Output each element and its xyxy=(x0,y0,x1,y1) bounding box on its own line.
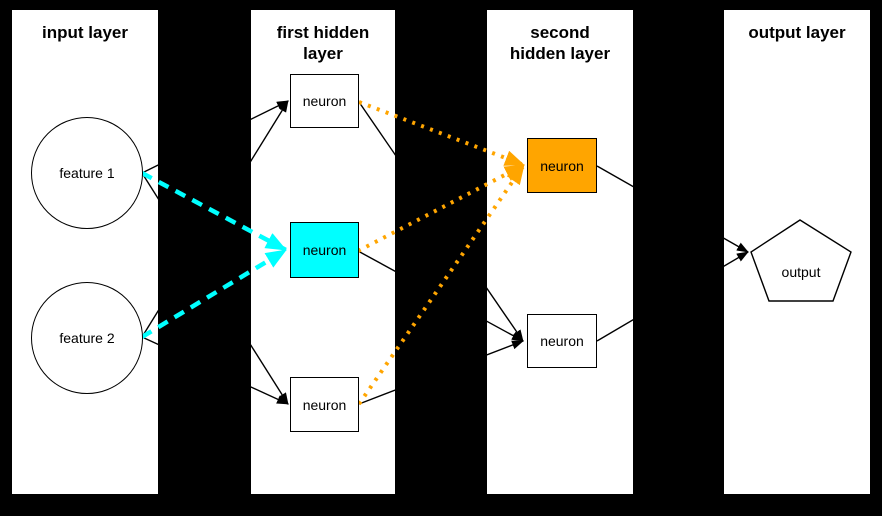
edge-h1_top-to-h2_bottom xyxy=(358,101,524,342)
edge-feature2-to-h1_top xyxy=(141,100,289,338)
edge-feature1-to-h1_mid xyxy=(140,171,288,252)
node-output-label: output xyxy=(781,264,821,280)
edge-h1_bottom-to-h2_bottom xyxy=(358,340,524,405)
node-hidden1-middle-label: neuron xyxy=(302,242,347,258)
edge-feature2-to-h1_bottom xyxy=(141,336,289,405)
node-hidden2-bottom-neuron: neuron xyxy=(527,314,597,368)
node-hidden1-middle-neuron-cyan: neuron xyxy=(290,222,359,278)
edge-feature2-to-h1_mid xyxy=(140,248,288,339)
node-feature-2-label: feature 2 xyxy=(59,330,115,346)
node-feature-1-label: feature 1 xyxy=(59,165,115,181)
edge-h1_mid-to-h2_top xyxy=(357,163,525,253)
node-hidden1-top-neuron: neuron xyxy=(290,74,359,128)
input-layer-title: input layer xyxy=(42,23,128,42)
output-node-shape xyxy=(750,219,852,302)
node-hidden2-bottom-label: neuron xyxy=(540,333,584,349)
output-layer-title: output layer xyxy=(748,23,846,42)
edge-feature1-to-h1_top xyxy=(141,100,289,174)
first-hidden-layer-title: first hidden layer xyxy=(276,23,370,63)
edge-h1_bottom-to-h2_top xyxy=(357,163,526,406)
panel-second-hidden-layer: second hidden layer xyxy=(487,10,633,494)
node-hidden1-bottom-neuron: neuron xyxy=(290,377,359,432)
node-hidden1-top-label: neuron xyxy=(302,93,347,109)
node-hidden2-top-neuron-orange: neuron xyxy=(527,138,597,193)
edge-h2_top-to-output xyxy=(596,165,749,253)
edge-lines xyxy=(140,100,749,406)
node-hidden1-bottom-label: neuron xyxy=(302,396,347,413)
node-feature-1: feature 1 xyxy=(31,117,143,229)
second-hidden-layer-title: second hidden layer xyxy=(509,23,611,63)
edge-feature1-to-h1_bottom xyxy=(141,172,289,405)
edge-h1_top-to-h2_top xyxy=(358,100,525,167)
panel-input-layer: input layer xyxy=(12,10,158,494)
edge-h1_mid-to-h2_bottom xyxy=(357,250,524,342)
edge-h2_bottom-to-output xyxy=(596,251,749,342)
node-output: output xyxy=(751,255,851,289)
node-feature-2: feature 2 xyxy=(31,282,143,394)
node-hidden2-top-label: neuron xyxy=(540,157,584,174)
